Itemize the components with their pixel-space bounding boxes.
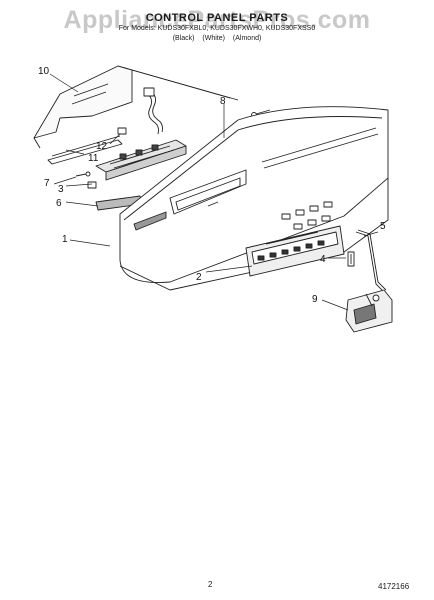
part-11-bar	[47, 135, 123, 165]
document-number: 4172166	[378, 582, 410, 591]
callout-5: 5	[380, 221, 386, 232]
color-variants: (Black) (White) (Almond)	[172, 35, 262, 42]
watermark: AppliancePartsPros.com	[63, 6, 371, 34]
page-number: 2	[208, 580, 213, 589]
callout-1: 1	[62, 234, 68, 245]
part-10-rear-panel	[33, 65, 239, 149]
model-list: For Models: KUDS30FXBL0, KUDS30FXWH0, KU…	[118, 25, 316, 32]
control-board	[95, 139, 187, 181]
leader-lines	[49, 73, 379, 311]
callout-9: 9	[312, 294, 318, 305]
part-3-spacer	[87, 181, 97, 189]
panel-buttons	[281, 201, 333, 230]
part-4-switch	[347, 251, 355, 267]
callout-3: 3	[58, 184, 64, 195]
callout-labels: 10 11 12 7 3 6 1 8 2 4 5 9	[38, 66, 386, 305]
part-5-latch-rod	[355, 229, 387, 293]
part-1-control-panel	[119, 106, 389, 291]
callout-2: 2	[196, 272, 202, 283]
callout-11: 11	[88, 153, 99, 164]
part-12-clip	[117, 127, 127, 135]
part-7-screw	[75, 171, 91, 177]
callout-6: 6	[56, 198, 62, 209]
diagram-title: CONTROL PANEL PARTS	[145, 12, 289, 24]
wire-harness	[143, 87, 163, 135]
callout-10: 10	[38, 66, 50, 77]
callout-4: 4	[320, 254, 326, 265]
part-9-latch-assembly	[345, 289, 393, 333]
callout-7: 7	[44, 178, 50, 189]
callout-8: 8	[220, 96, 226, 107]
callout-12: 12	[96, 141, 108, 152]
